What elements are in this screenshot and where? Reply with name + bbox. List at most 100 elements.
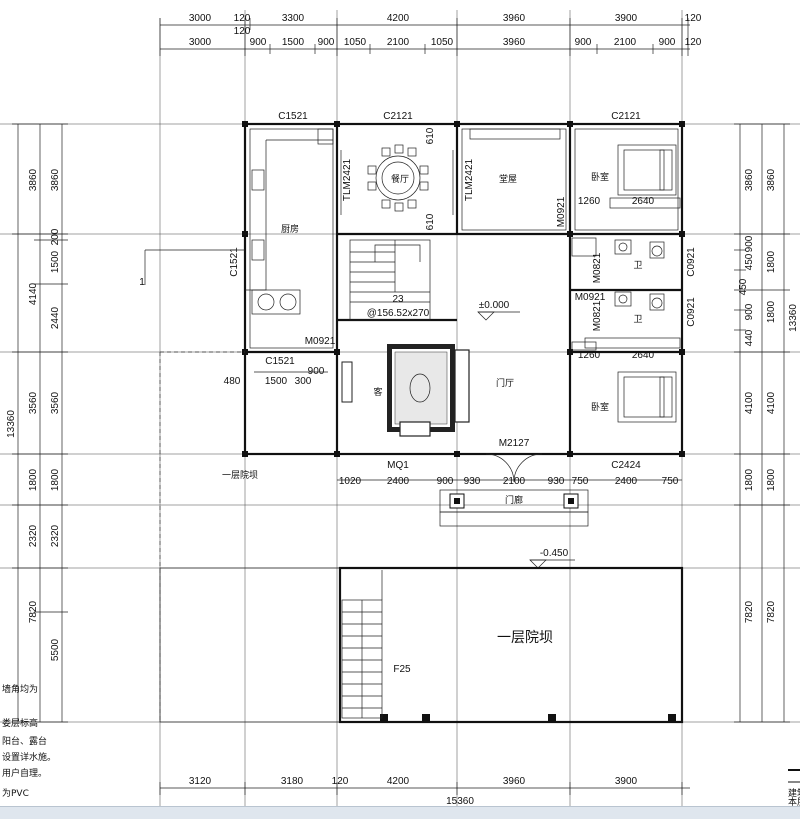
dim-bed-0: 1260 — [578, 196, 601, 207]
dim-mid-900: 900 — [308, 366, 325, 377]
dim-top2-10: 900 — [659, 37, 676, 48]
code-c2121-b: C2121 — [611, 111, 641, 122]
code-m2127: M2127 — [499, 438, 530, 449]
corner-title: 建筑 本层 — [788, 769, 800, 806]
dim-left-inner-1: 200 — [50, 228, 61, 245]
kitchen: 厨房 — [245, 128, 334, 315]
room-kitchen: 厨房 — [281, 223, 299, 235]
left-dimensions: 13360 3860 4140 3560 1800 2320 7820 3860… — [6, 123, 68, 723]
dim-right-inner-3: 1800 — [766, 250, 777, 273]
living-room: 客 — [341, 344, 470, 437]
room-bath-a: 卫 — [633, 261, 642, 271]
bottom-dimensions: 3120 3180 120 4200 3960 3900 15360 — [159, 776, 690, 806]
stair: 23 @156.52x270 — [349, 239, 431, 321]
dim-bottom-3: 4200 — [387, 776, 410, 787]
dim-right-inner-6: 440 — [744, 329, 755, 346]
dim-right-inner-0: 3860 — [744, 168, 755, 191]
dim-right-total: 13360 — [788, 304, 799, 332]
floor-level-marker: ±0.000 — [477, 300, 520, 321]
dim-left-outer-5: 7820 — [28, 600, 39, 623]
code-m0921-c: M0921 — [575, 292, 606, 303]
bathrooms: 卫 卫 M0821 M0821 M0921 C0921 C0921 — [571, 237, 697, 351]
dim-right-inner-7: 1800 — [766, 300, 777, 323]
dim-top2-2: 1500 — [282, 37, 305, 48]
dim-top2-3: 900 — [318, 37, 335, 48]
room-courtyard-small: 一层院坝 — [222, 469, 258, 481]
code-mq1: MQ1 — [387, 460, 409, 471]
axis-marker: 1 — [139, 249, 245, 288]
dim-lower-2: 900 — [437, 476, 454, 487]
dim-left-inner-6: 2320 — [50, 524, 61, 547]
dim-top2-7: 3960 — [503, 37, 526, 48]
dim-top2-9: 2100 — [614, 37, 637, 48]
dim-top1-1: 120 — [234, 13, 251, 24]
walls — [243, 122, 684, 456]
room-bedroom-bottom: 卧室 — [591, 401, 609, 413]
window-status-bar — [0, 806, 800, 819]
note-0: 墙角均为 — [2, 683, 38, 695]
dim-bottom-1: 3180 — [281, 776, 304, 787]
dim-left-inner-5: 1800 — [50, 468, 61, 491]
dim-right-outer-0: 3860 — [766, 168, 777, 191]
dim-lower-6: 750 — [572, 476, 589, 487]
dim-left-outer-3: 1800 — [28, 468, 39, 491]
yard-level-marker: -0.450 — [529, 548, 575, 569]
dim-top2-6: 1050 — [431, 37, 454, 48]
code-c1521-top: C1521 — [278, 111, 308, 122]
dim-bed-1: 2640 — [632, 196, 655, 207]
dim-right-inner-5: 900 — [744, 303, 755, 320]
code-tlm-b: TLM2421 — [464, 158, 475, 201]
dim-top2-8: 900 — [575, 37, 592, 48]
dim-lower-5: 930 — [548, 476, 565, 487]
dim-left-outer-1: 4140 — [28, 282, 39, 305]
axis-label-1: 1 — [139, 277, 145, 288]
dim-top2-5: 2100 — [387, 37, 410, 48]
code-c2424: C2424 — [611, 460, 641, 471]
dim-bottom-5: 3900 — [615, 776, 638, 787]
level-yard: -0.450 — [540, 548, 569, 559]
dim-right-inner-1: 900 — [744, 235, 755, 252]
room-dining: 餐厅 — [391, 173, 409, 185]
note-4: 用户自理。 — [2, 767, 47, 779]
dim-lower-8: 750 — [662, 476, 679, 487]
room-foyer: 门厅 — [496, 377, 514, 389]
dim-top2-1: 900 — [250, 37, 267, 48]
dim-right-outer-3: 4100 — [766, 391, 777, 414]
dim-top1-4: 3960 — [503, 13, 526, 24]
code-m0921-b: M0921 — [556, 196, 567, 227]
note-2: 阳台、露台 — [2, 735, 47, 747]
dim-right-inner-8: 4100 — [744, 391, 755, 414]
code-c1521-side: C1521 — [229, 247, 240, 277]
corner-text-0: 建筑 — [788, 787, 800, 799]
code-c1521-low: C1521 — [265, 356, 295, 367]
dim-bottom-4: 3960 — [503, 776, 526, 787]
dim-top2-0: 3000 — [189, 37, 212, 48]
porch: 门廊 — [439, 453, 589, 527]
dim-top1-2: 3300 — [282, 13, 305, 24]
lower-stair: F25 — [341, 570, 411, 719]
code-c0921-b: C0921 — [686, 297, 697, 327]
dim-lower-1: 2400 — [387, 476, 410, 487]
dim-bottom-2: 120 — [332, 776, 349, 787]
dim-top2-11: 120 — [685, 37, 702, 48]
lower-dimensions: 1020 2400 900 930 2100 930 750 2400 750 — [337, 476, 682, 487]
note-5: 为PVC — [2, 787, 29, 799]
dim-top2-4: 1050 — [344, 37, 367, 48]
dim-left-inner-3: 2440 — [50, 306, 61, 329]
dim-left-inner-2: 1500 — [50, 250, 61, 273]
wall-codes: C1521 C2121 C2121 C1521 M0921 C1521 900 … — [224, 111, 642, 471]
room-bedroom-top: 卧室 — [591, 171, 609, 183]
code-c2121-a: C2121 — [383, 111, 413, 122]
room-hall: 堂屋 — [499, 173, 517, 185]
top-dimensions: 3000 120 3300 4200 3960 3900 120 120 300… — [159, 13, 702, 56]
note-1: 娄层标高 — [2, 717, 38, 729]
room-porch: 门廊 — [505, 494, 523, 506]
code-m0821-a: M0821 — [592, 252, 603, 283]
room-courtyard-big: 一层院坝 — [497, 630, 553, 646]
level-floor: ±0.000 — [479, 300, 510, 311]
hall: 堂屋 M0921 — [469, 128, 567, 227]
corner-text-1: 本层 — [788, 796, 800, 806]
dim-right-inner-4: 450 — [738, 278, 749, 295]
code-c0921-a: C0921 — [686, 247, 697, 277]
